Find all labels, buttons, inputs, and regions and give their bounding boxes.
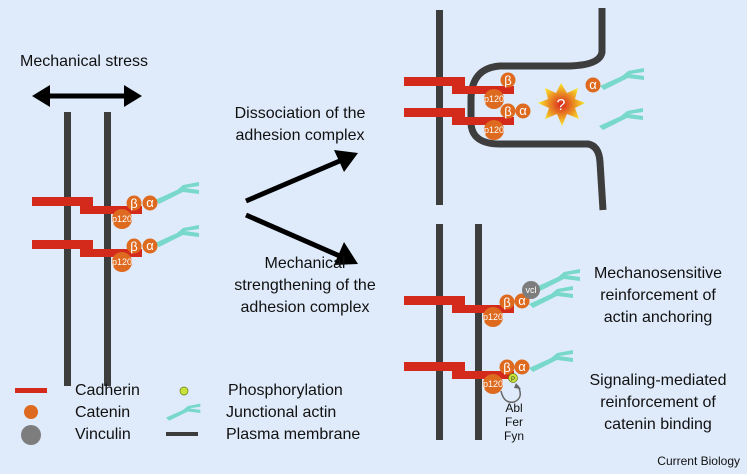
beta-catenin <box>126 238 142 254</box>
kinase-label: Fyn <box>504 429 524 443</box>
mechanosensitive-label: Mechanosensitive <box>594 265 722 282</box>
svg-text:p120: p120 <box>112 257 132 267</box>
adhesion-complex: p120 β α vcl <box>404 269 580 327</box>
svg-text:β: β <box>503 360 510 375</box>
beta-catenin <box>499 359 515 375</box>
svg-text:α: α <box>146 195 154 210</box>
mechanical-stress-label: Mechanical stress <box>20 53 148 70</box>
p120-catenin <box>112 252 132 272</box>
alpha-label: α <box>589 77 597 92</box>
alpha-catenin <box>585 77 601 93</box>
legend: Cadherin Catenin Vinculin Phosphorylatio… <box>15 382 360 445</box>
legend-phosphorylation: Phosphorylation <box>228 382 343 399</box>
unknown-event-star: ? <box>538 83 585 126</box>
svg-text:vcl: vcl <box>526 285 537 295</box>
svg-text:α: α <box>518 293 526 308</box>
legend-cadherin: Cadherin <box>75 382 140 399</box>
svg-text:p120: p120 <box>484 94 504 104</box>
beta-catenin <box>500 103 516 119</box>
signaling-label: catenin binding <box>604 416 712 433</box>
p120-catenin <box>484 120 504 140</box>
signaling-label: Signaling-mediated <box>590 372 727 389</box>
svg-text:α: α <box>518 359 526 374</box>
svg-text:β: β <box>504 73 511 88</box>
p120-catenin <box>483 374 503 394</box>
double-arrow <box>32 85 142 107</box>
dissociation-label: adhesion complex <box>236 127 365 144</box>
adhesion-complex: p120 β α P <box>404 350 573 404</box>
legend-vinculin: Vinculin <box>75 426 131 443</box>
phosphorylation-site <box>508 373 518 383</box>
beta-catenin <box>500 72 516 88</box>
cadherin-swatch <box>15 388 47 393</box>
strengthening-label: adhesion complex <box>241 299 370 316</box>
signaling-label: reinforcement of <box>600 394 716 411</box>
svg-text:β: β <box>504 104 511 119</box>
legend-catenin: Catenin <box>75 404 130 421</box>
phosphorylation-swatch <box>179 386 189 396</box>
plasma-membrane <box>475 224 482 440</box>
adhesion-complex: p120 β α <box>32 225 199 272</box>
adhesion-complex: p120 β <box>404 72 516 109</box>
retracting-membrane <box>467 8 607 211</box>
vinculin-swatch <box>21 425 41 445</box>
legend-actin: Junctional actin <box>226 404 336 421</box>
svg-text:α: α <box>519 103 527 118</box>
p120-catenin <box>112 209 132 229</box>
beta-catenin <box>499 294 515 310</box>
p120-catenin <box>484 89 504 109</box>
plasma-membrane <box>436 10 443 205</box>
alpha-catenin <box>515 103 531 119</box>
adhesion-complex: p120 β α <box>32 182 199 229</box>
kinase-label: Abl <box>505 401 522 415</box>
svg-text:α: α <box>146 238 154 253</box>
svg-text:p120: p120 <box>484 125 504 135</box>
alpha-catenin <box>142 238 158 254</box>
legend-membrane: Plasma membrane <box>226 426 360 443</box>
svg-text:p120: p120 <box>483 379 503 389</box>
svg-text:β: β <box>130 239 137 254</box>
adhesion-complex: p120 β α <box>404 103 531 140</box>
vinculin <box>522 281 540 299</box>
svg-text:p120: p120 <box>112 214 132 224</box>
dissociation-label: Dissociation of the <box>235 105 366 122</box>
strengthening-label: Mechanical <box>265 255 346 272</box>
svg-text:P: P <box>511 377 515 383</box>
membrane-swatch <box>166 432 198 436</box>
arrow-dissociation <box>245 150 358 204</box>
svg-text:p120: p120 <box>483 312 503 322</box>
svg-text:β: β <box>503 295 510 310</box>
journal-credit: Current Biology <box>657 454 740 468</box>
catenin-swatch <box>24 405 38 419</box>
plasma-membrane <box>436 224 443 440</box>
alpha-catenin <box>514 359 530 375</box>
svg-text:?: ? <box>557 97 566 114</box>
arrow-strengthening <box>244 212 358 265</box>
mechanosensitive-label: actin anchoring <box>604 309 713 326</box>
alpha-catenin <box>142 195 158 211</box>
mechanosensitive-label: reinforcement of <box>600 287 716 304</box>
svg-text:β: β <box>130 196 137 211</box>
beta-catenin <box>126 195 142 211</box>
kinase-label: Fer <box>505 415 523 429</box>
kinase-arrow <box>500 385 521 404</box>
p120-catenin <box>483 307 503 327</box>
strengthening-label: strengthening of the <box>234 277 376 294</box>
